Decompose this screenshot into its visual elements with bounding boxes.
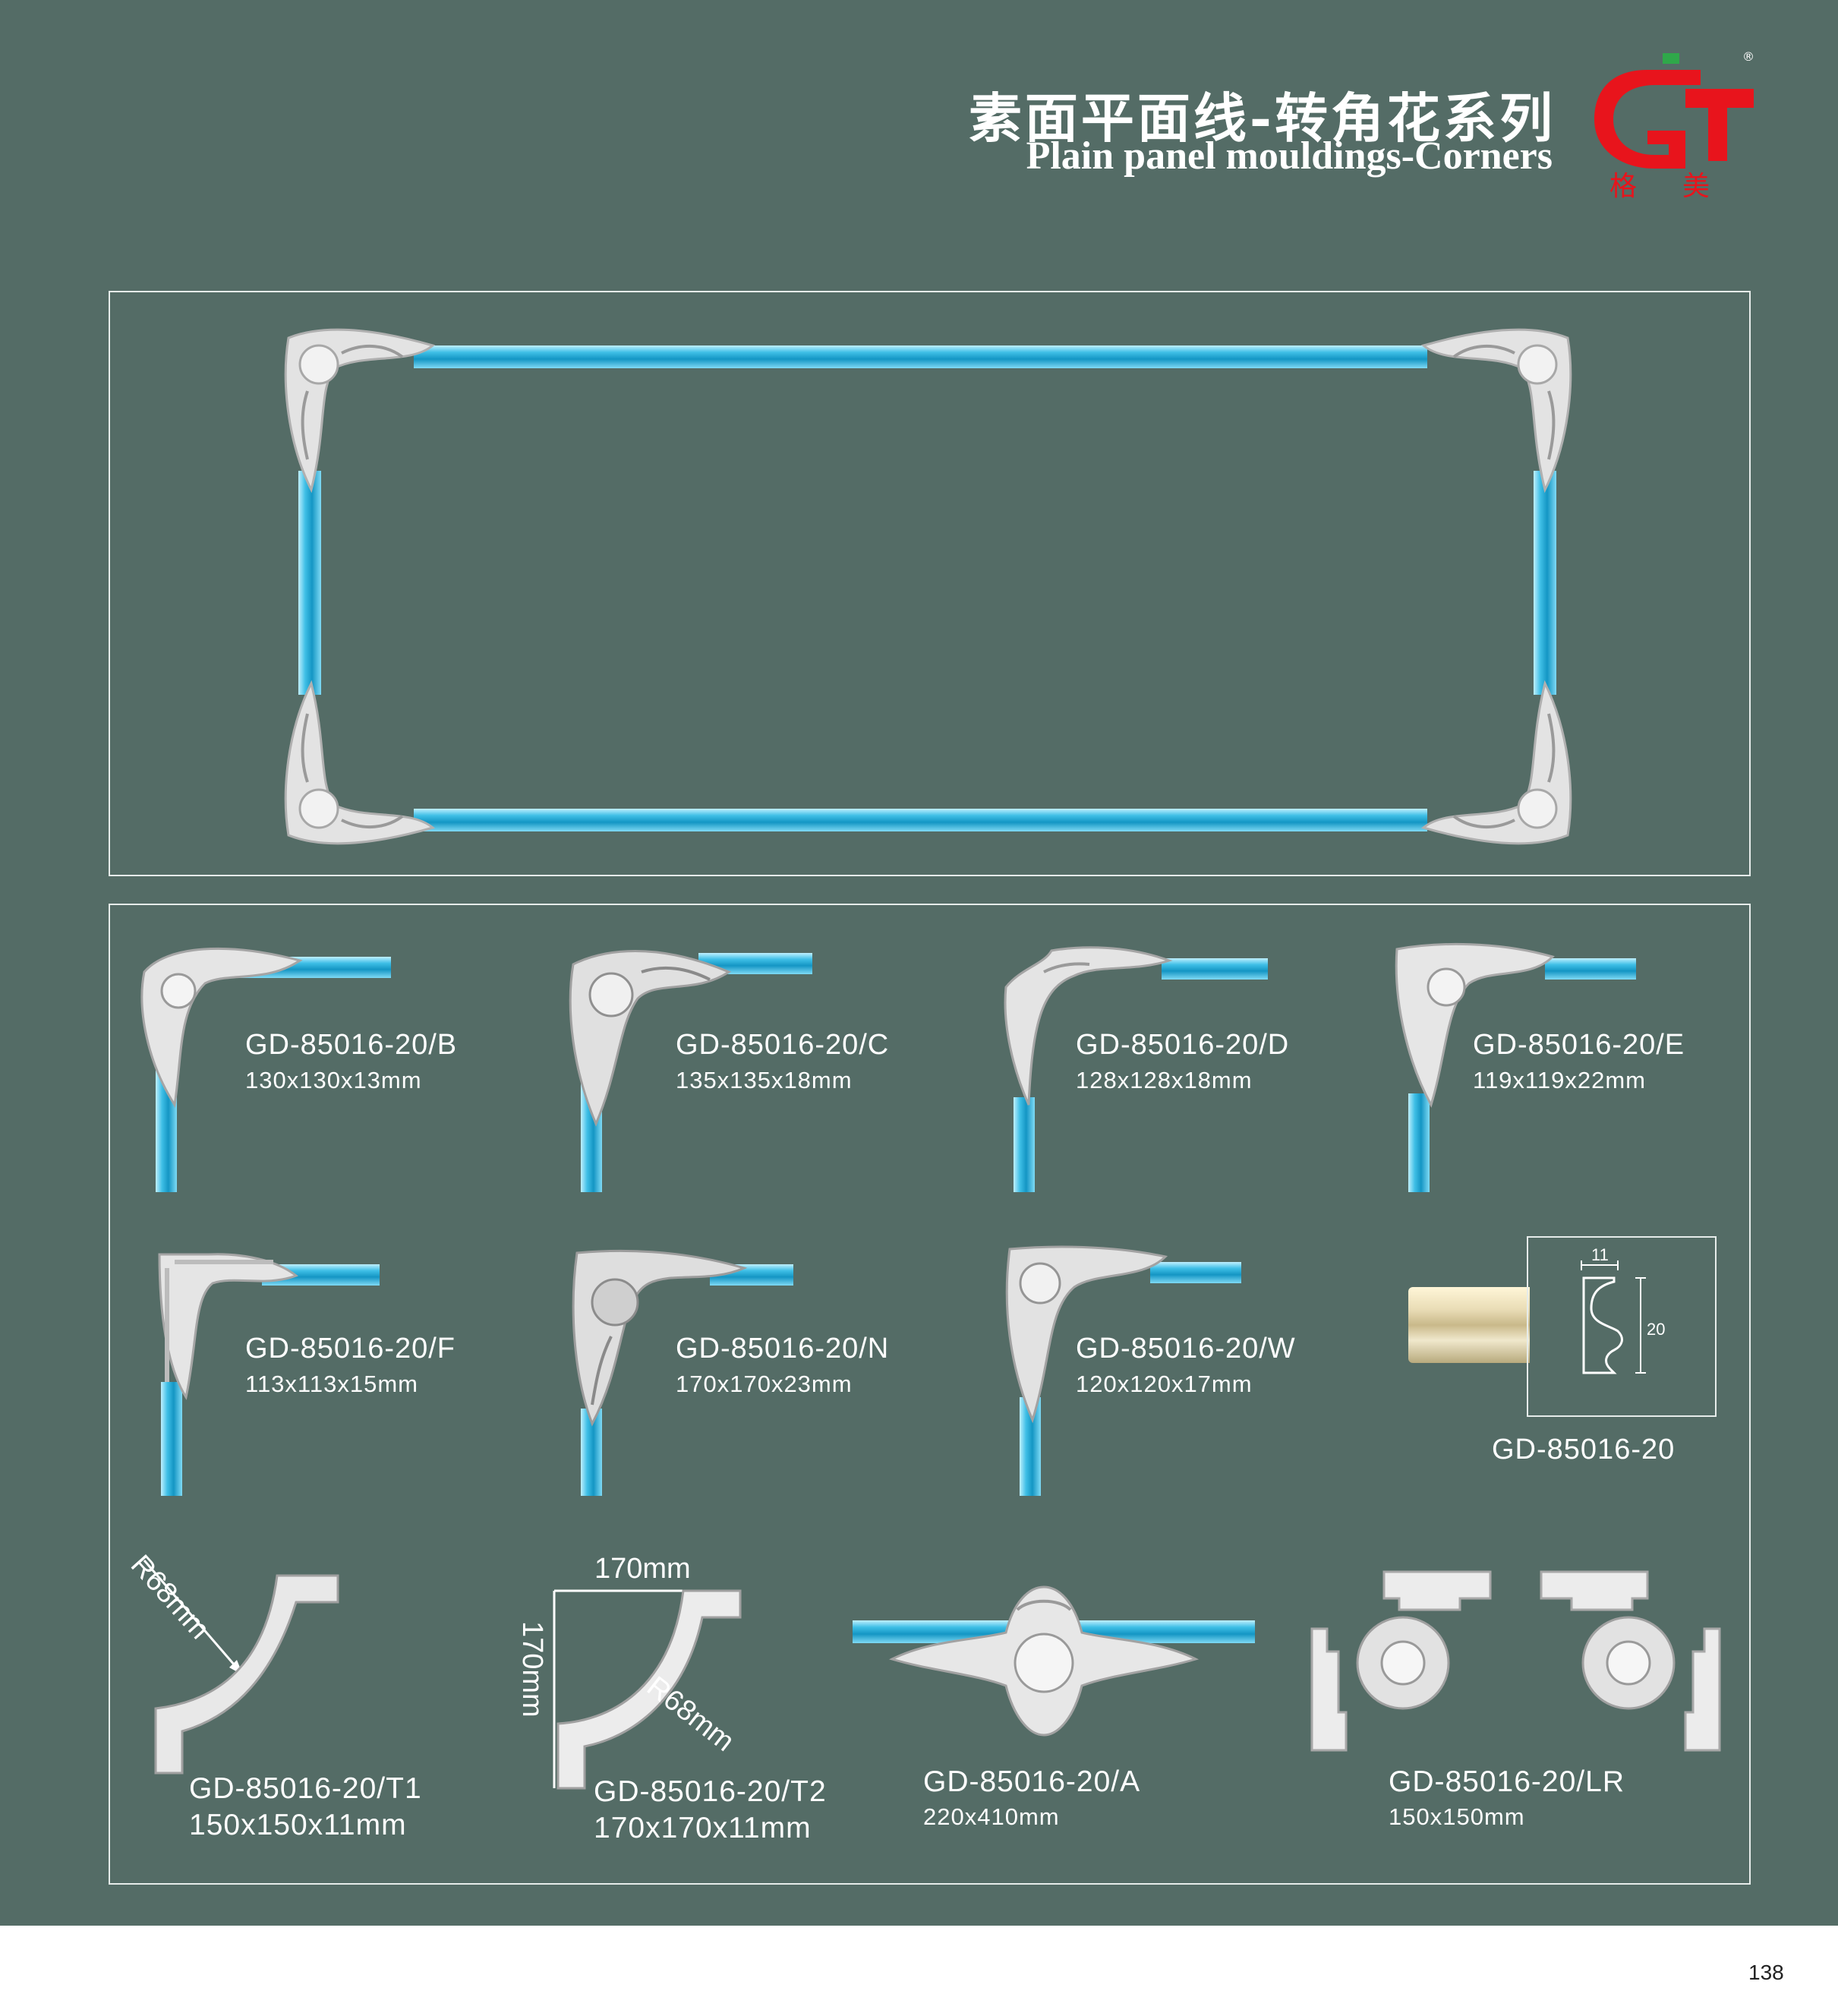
moulding-rail-horizontal — [1545, 958, 1636, 980]
product-size: 120x120x17mm — [1076, 1371, 1253, 1397]
product-code: GD-85016-20/F — [245, 1333, 456, 1365]
moulding-rail-vertical — [161, 1382, 182, 1496]
corner-ornament-bottom-left — [284, 680, 436, 845]
corner-ornament — [1395, 942, 1555, 1108]
product-code: GD-85016-20/C — [676, 1029, 890, 1061]
centerpiece-code: GD-85016-20/A — [923, 1765, 1141, 1798]
showcase-rail-left — [298, 471, 321, 695]
logo-text: 格美 — [1609, 171, 1755, 199]
t2-code: GD-85016-20/T2 — [594, 1775, 827, 1808]
product-size: 170x170x23mm — [676, 1371, 853, 1397]
t1-size: 150x150x11mm — [189, 1809, 407, 1841]
title-english: Plain panel mouldings-Corners — [1026, 134, 1553, 178]
title-chinese: 素面平面线-转角花系列 — [968, 87, 1556, 150]
corner-ornament — [158, 1253, 299, 1400]
product-item: GD-85016-20/B 130x130x13mm — [137, 942, 547, 1192]
t2-height-label: 170mm — [516, 1621, 548, 1718]
lr-code: GD-85016-20/LR — [1389, 1765, 1625, 1798]
showcase-rail-bottom — [414, 809, 1427, 831]
product-code: GD-85016-20/W — [1076, 1333, 1296, 1365]
arc-t1-drawing — [143, 1560, 339, 1775]
profile-drawing-box — [1527, 1236, 1717, 1417]
product-item: GD-85016-20/C 135x135x18mm — [566, 942, 976, 1192]
product-size: 130x130x13mm — [245, 1067, 422, 1093]
profile-code: GD-85016-20 — [1492, 1434, 1676, 1465]
corner-ornament-bottom-right — [1420, 680, 1572, 845]
centerpiece-ornament — [888, 1585, 1200, 1737]
moulding-rail-horizontal — [1150, 1262, 1241, 1283]
product-code: GD-85016-20/N — [676, 1333, 890, 1365]
product-code: GD-85016-20/E — [1473, 1029, 1685, 1061]
catalog-frame — [109, 904, 1751, 1885]
corner-ornament — [1005, 1245, 1168, 1424]
page-number: 138 — [1748, 1961, 1784, 1984]
product-item: GD-85016-20/E 119x119x22mm — [1393, 942, 1803, 1192]
t2-width-label: 170mm — [594, 1553, 691, 1585]
showcase-frame — [109, 291, 1751, 876]
product-size: 135x135x18mm — [676, 1067, 853, 1093]
corner-ornament — [572, 1249, 748, 1427]
showcase-rail-right — [1534, 471, 1556, 695]
lr-ornament-right — [1540, 1570, 1721, 1752]
profile-sample — [1408, 1287, 1530, 1363]
profile-height-label: 20 — [1647, 1320, 1665, 1339]
logo-registered-mark: ® — [1742, 49, 1754, 64]
t1-code: GD-85016-20/T1 — [189, 1772, 422, 1805]
product-size: 119x119x22mm — [1473, 1067, 1646, 1093]
brand-logo: ® 格美 — [1594, 49, 1755, 199]
arc-t2-drawing — [553, 1589, 742, 1790]
product-item: GD-85016-20/W 120x120x17mm — [998, 1245, 1408, 1496]
product-code: GD-85016-20/D — [1076, 1029, 1290, 1061]
moulding-rail-horizontal — [1162, 958, 1268, 980]
product-size: 128x128x18mm — [1076, 1067, 1253, 1093]
product-size: 113x113x15mm — [245, 1371, 418, 1397]
product-item: GD-85016-20/N 170x170x23mm — [566, 1245, 976, 1496]
corner-ornament — [1004, 946, 1173, 1106]
profile-drawing: 11 20 — [1581, 1245, 1665, 1374]
corner-ornament-top-left — [284, 328, 436, 494]
product-item: GD-85016-20/F 113x113x15mm — [137, 1245, 547, 1496]
centerpiece-size: 220x410mm — [923, 1803, 1060, 1830]
product-code: GD-85016-20/B — [245, 1029, 458, 1061]
profile-width-label: 11 — [1591, 1245, 1609, 1264]
showcase-rail-top — [414, 345, 1427, 368]
moulding-rail-vertical — [1408, 1093, 1430, 1192]
corner-ornament — [140, 947, 303, 1109]
lr-size: 150x150mm — [1389, 1803, 1525, 1830]
corner-ornament-top-right — [1420, 328, 1572, 494]
moulding-rail-vertical — [1014, 1097, 1035, 1192]
lr-ornament-left — [1310, 1570, 1492, 1752]
corner-ornament — [569, 950, 732, 1127]
product-item: GD-85016-20/D 128x128x18mm — [998, 942, 1408, 1192]
t2-size: 170x170x11mm — [594, 1812, 812, 1844]
